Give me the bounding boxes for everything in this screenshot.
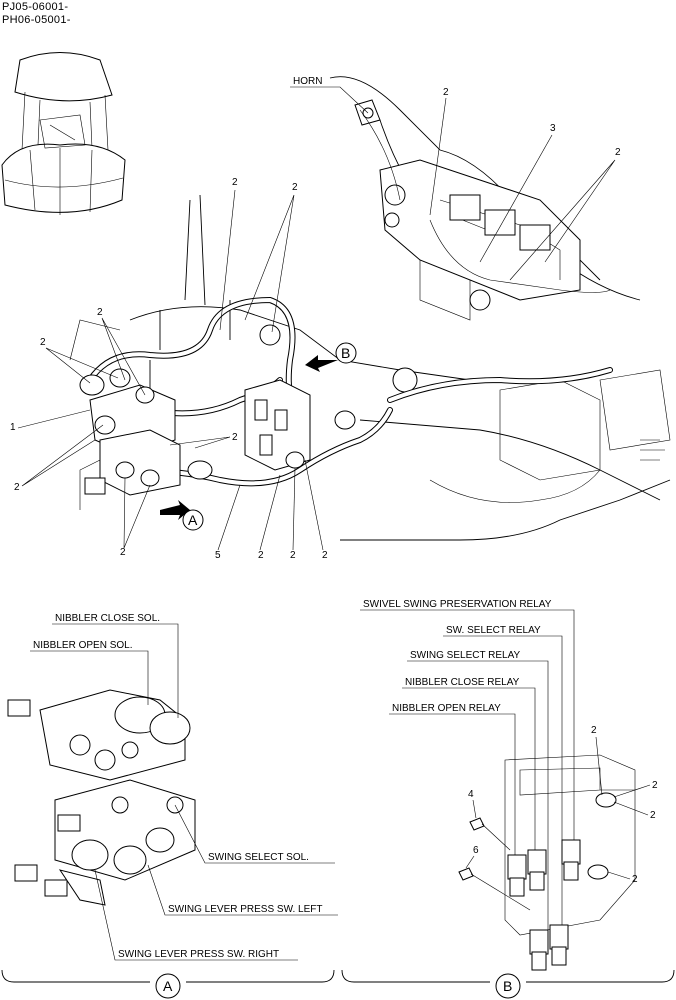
label-nibbler-open-sol: NIBBLER OPEN SOL. [33,640,132,651]
arrow-b-label: B [341,345,350,361]
relay-nibbler-close [527,849,547,891]
view-arrow-a: A [160,500,204,531]
callout-4: 4 [468,789,474,800]
relay-nibbler-open [507,854,527,897]
callout-2: 2 [652,780,658,791]
callout-2: 2 [322,550,328,561]
callout-5: 5 [215,550,221,561]
label-swivel-swing-relay: SWIVEL SWING PRESERVATION RELAY [363,599,552,610]
machine-thumbnail [1,52,126,215]
label-nibbler-close-sol: NIBBLER CLOSE SOL. [55,613,160,624]
valve-assembly [79,368,181,496]
detail-b [458,754,636,971]
callout-2: 2 [290,550,296,561]
callout-2: 2 [615,147,621,158]
detail-b-marker [495,973,521,999]
callout-2: 2 [232,432,238,443]
serial-range-1: PJ05-06001- [2,1,69,13]
callout-2: 2 [632,874,638,885]
horn [354,99,381,126]
detail-b-marker-label: B [503,978,512,994]
arrow-a-label: A [188,512,198,528]
label-swing-select-relay: SWING SELECT RELAY [410,650,521,661]
label-sw-select-relay: SW. SELECT RELAY [446,625,541,636]
callout-2: 2 [258,550,264,561]
relay-swivel-swing-preservation [549,924,569,966]
detail-a-frame [1,969,335,983]
label-swing-lever-left: SWING LEVER PRESS SW. LEFT [168,904,322,915]
callout-2: 2 [232,177,238,188]
relay-block-center [187,324,356,480]
detail-a-marker-label: A [163,978,173,994]
label-nibbler-close-relay: NIBBLER CLOSE RELAY [405,677,520,688]
callout-6: 6 [473,845,479,856]
callout-2: 2 [650,810,656,821]
detail-b-labels: SWIVEL SWING PRESERVATION RELAY SW. SELE… [360,599,658,930]
detail-b-frame [341,969,675,983]
relay-panel-upper [379,159,581,393]
callout-2: 2 [443,87,449,98]
serial-range-2: PH06-05001- [2,14,71,26]
callout-2: 2 [120,547,126,558]
callout-2: 2 [292,182,298,193]
main-callouts: 2 3 2 2 2 2 2 1 2 2 2 5 2 2 2 [10,87,621,561]
detail-a-labels: NIBBLER CLOSE SOL. NIBBLER OPEN SOL. SWI… [30,613,338,961]
label-swing-lever-right: SWING LEVER PRESS SW. RIGHT [118,949,279,960]
callout-2: 2 [591,725,597,736]
label-nibbler-open-relay: NIBBLER OPEN RELAY [392,703,501,714]
callout-1: 1 [10,422,16,433]
horn-label: HORN [293,76,322,87]
view-arrow-b: B [305,342,357,372]
callout-2: 2 [14,482,20,493]
callout-2: 2 [97,307,103,318]
detail-a-marker [155,973,181,999]
relay-swing-select [561,839,581,881]
label-swing-select-sol: SWING SELECT SOL. [208,852,309,863]
horn-leader [290,86,369,114]
relay-sw-select [529,929,549,971]
callout-2: 2 [40,337,46,348]
detail-a [7,689,196,906]
callout-3: 3 [550,123,556,134]
